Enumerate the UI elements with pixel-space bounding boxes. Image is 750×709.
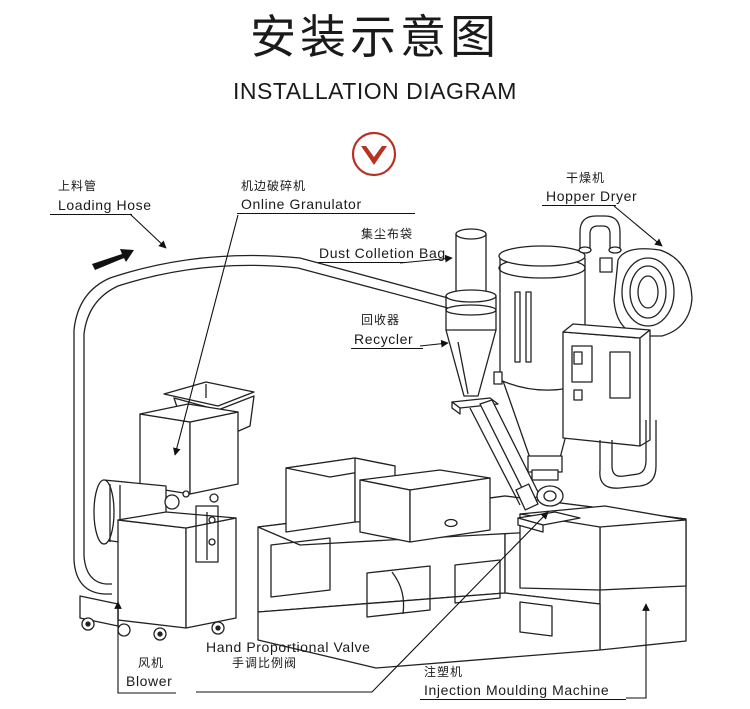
leader-lines <box>114 205 663 699</box>
injection-underline <box>420 699 626 700</box>
blower-label-cn: 风机 <box>138 656 165 670</box>
blower-label-en: Blower <box>126 673 173 689</box>
hopper-dryer-underline <box>542 205 616 206</box>
chevron-down-circle-icon <box>351 131 397 177</box>
loading-hose-label-cn: 上料管 <box>58 179 98 193</box>
recycler-label-cn: 回收器 <box>361 313 401 327</box>
dust-bag-label-en: Dust Colletion Bag <box>319 245 446 261</box>
loading-hose-underline <box>50 214 132 215</box>
injection-label-en: Injection Moulding Machine <box>424 682 610 698</box>
hopper-dryer-label-en: Hopper Dryer <box>546 188 638 204</box>
injection-label-cn: 注塑机 <box>424 665 464 679</box>
loading-hose-label-en: Loading Hose <box>58 197 152 213</box>
valve-label-cn: 手调比例阀 <box>232 656 298 670</box>
loading-hose <box>73 254 449 595</box>
online-granulator <box>79 381 255 641</box>
dust-bag-label-cn: 集尘布袋 <box>361 227 414 241</box>
granulator-underline <box>237 213 415 214</box>
valve-label-en: Hand Proportional Valve <box>206 639 371 655</box>
recycler-cyclone <box>445 228 564 511</box>
granulator-label-en: Online Granulator <box>241 196 362 212</box>
arrow-right-icon <box>92 249 134 270</box>
hopper-dryer <box>493 215 693 489</box>
injection-moulding-machine <box>257 457 687 669</box>
recycler-underline <box>351 348 423 349</box>
dust-bag-underline <box>318 262 406 263</box>
diagram-title-cn: 安装示意图 <box>250 10 500 64</box>
granulator-label-cn: 机边破碎机 <box>241 179 307 193</box>
hopper-dryer-label-cn: 干燥机 <box>566 171 606 185</box>
recycler-label-en: Recycler <box>354 331 414 347</box>
diagram-title-en: INSTALLATION DIAGRAM <box>233 78 517 104</box>
